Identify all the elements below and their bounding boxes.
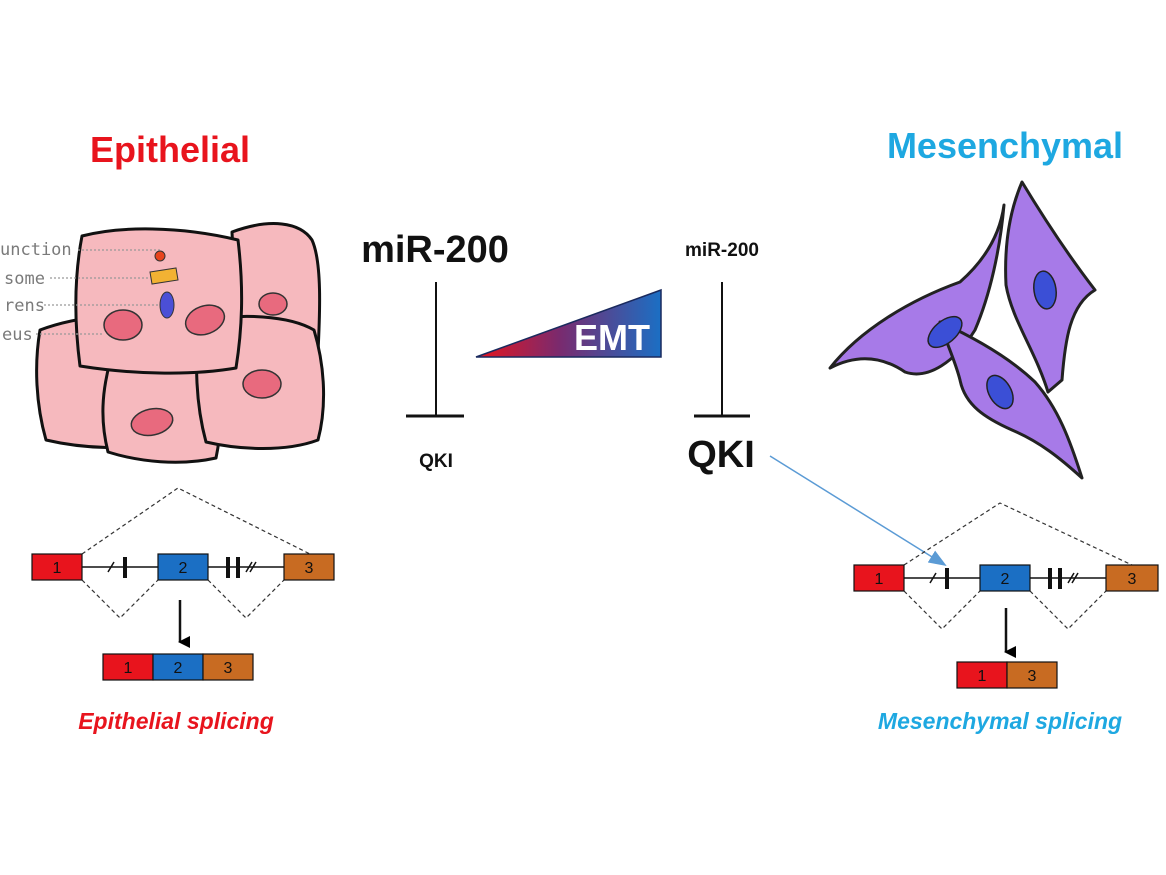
epithelial-nucleus (103, 309, 143, 341)
epithelial-nucleus (258, 292, 288, 316)
epithelial-mrna-exon-1-label: 1 (124, 660, 133, 677)
epithelial-mrna-exon-2-label: 2 (174, 660, 183, 677)
cell-part-label-nucleus: eus (2, 325, 33, 345)
epithelial-nucleus (184, 304, 226, 336)
adherens-junction-icon (159, 291, 175, 319)
mesenchymal-splicing-scheme: 1 2 3 1 3 Mesenchymal splicing (853, 502, 1159, 734)
epithelial-pre-exon-2 (157, 553, 209, 581)
intron-break-mark (245, 561, 253, 573)
mesenchymal-pre-exon-1 (853, 564, 905, 592)
epithelial-pre-exon-3-label: 3 (305, 560, 314, 577)
epithelial-nucleus (242, 369, 282, 399)
intron-break-mark (249, 561, 257, 573)
mesenchymal-pre-exon-1-label: 1 (875, 571, 884, 588)
mesenchymal-mrna-exon-3 (1006, 661, 1058, 689)
mesenchymal-nucleus (927, 315, 963, 349)
left-mir200-label: miR-200 (361, 229, 509, 271)
mesenchymal-cell-cluster (828, 180, 1097, 480)
epithelial-mrna-exon-1 (102, 653, 154, 681)
epithelial-pre-exon-2-label: 2 (179, 560, 188, 577)
desmosome-icon (149, 267, 179, 285)
right-qki-label: QKI (687, 434, 755, 476)
epithelial-splice-path-lower-1 (81, 579, 159, 619)
epithelial-mrna-exon-3 (202, 653, 254, 681)
emt-gradient-wedge (475, 288, 662, 358)
mesenchymal-mrna-exon-1 (956, 661, 1008, 689)
mesenchymal-splice-path-lower-1 (903, 590, 981, 630)
qki-to-intron-arrow (769, 455, 947, 567)
mesenchymal-pre-exon-3-label: 3 (1128, 571, 1137, 588)
epithelial-splice-path-upper (81, 487, 311, 555)
epithelial-title: Epithelial (90, 129, 250, 170)
emt-label: EMT (574, 317, 650, 358)
epithelial-nucleus (130, 407, 174, 437)
mesenchymal-splice-path-lower-2 (1029, 590, 1107, 630)
mesenchymal-mrna-exon-1-label: 1 (978, 668, 987, 685)
epithelial-cell-cluster (35, 222, 326, 464)
mesenchymal-splicing-label: Mesenchymal splicing (878, 708, 1122, 734)
epithelial-splice-path-lower-2 (207, 579, 285, 619)
mesenchymal-pre-exon-3 (1105, 564, 1159, 592)
mesenchymal-splice-path-upper (903, 502, 1133, 566)
intron-break-mark (1071, 572, 1079, 584)
epithelial-mrna-exon-2 (152, 653, 204, 681)
mesenchymal-title: Mesenchymal (887, 125, 1123, 166)
epithelial-pre-exon-1-label: 1 (53, 560, 62, 577)
intron-break-mark (929, 572, 937, 584)
epithelial-pre-exon-1 (31, 553, 83, 581)
cell-part-leader-lines (36, 249, 162, 335)
epithelial-splicing-label: Epithelial splicing (78, 708, 274, 734)
mesenchymal-nucleus (1033, 270, 1057, 310)
cell-part-label-junction: unction (0, 240, 72, 260)
right-mir200-label: miR-200 (685, 240, 759, 261)
mesenchymal-pre-exon-2-label: 2 (1001, 571, 1010, 588)
tight-junction-icon (154, 250, 166, 262)
cell-junction-markers (149, 250, 179, 319)
cell-part-label-adherens: rens (4, 296, 45, 316)
left-qki-label: QKI (419, 451, 453, 472)
mesenchymal-pre-exon-2 (979, 564, 1031, 592)
epithelial-nuclei (103, 292, 288, 437)
mesenchymal-nuclei (927, 270, 1057, 410)
epithelial-pre-exon-3 (283, 553, 335, 581)
epithelial-splicing-scheme: 1 2 3 1 2 3 Epithelial splicing (31, 487, 335, 734)
cell-part-label-desmosome: some (4, 269, 45, 289)
epithelial-mrna-exon-3-label: 3 (224, 660, 233, 677)
mesenchymal-nucleus (986, 374, 1014, 410)
intron-break-mark (1067, 572, 1075, 584)
mesenchymal-mrna-exon-3-label: 3 (1028, 668, 1037, 685)
intron-break-mark (107, 561, 115, 573)
